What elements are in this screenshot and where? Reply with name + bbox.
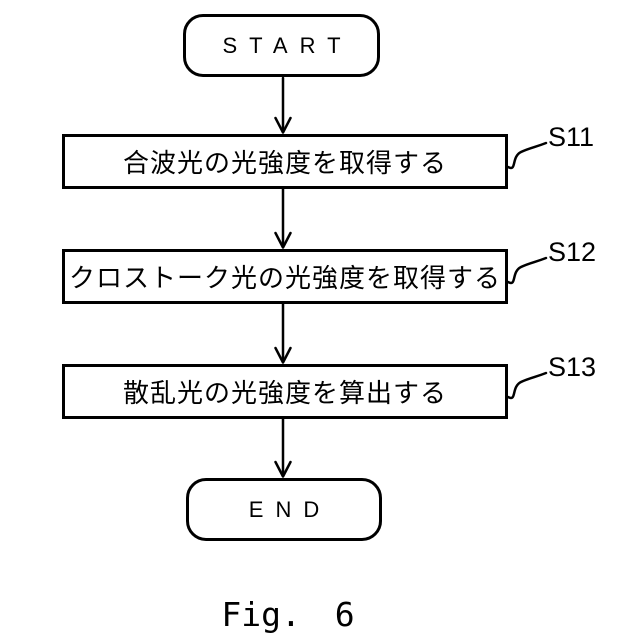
arrow-s12-to-s13 bbox=[274, 302, 292, 364]
process-box-s11: 合波光の光強度を取得する bbox=[62, 134, 508, 189]
start-node: START bbox=[183, 14, 380, 77]
process-box-s13: 散乱光の光強度を算出する bbox=[62, 364, 508, 419]
step-label-s13: S13 bbox=[548, 352, 597, 382]
arrow-s11-to-s12 bbox=[274, 187, 292, 249]
arrow-s13-to-end bbox=[274, 416, 292, 478]
label-connector-s13 bbox=[506, 371, 548, 400]
process-text-s13: 散乱光の光強度を算出する bbox=[122, 378, 447, 408]
process-text-s11: 合波光の光強度を取得する bbox=[122, 148, 447, 178]
process-box-s12: クロストーク光の光強度を取得する bbox=[62, 249, 508, 304]
figure-caption: Fig. 6 bbox=[221, 595, 355, 634]
start-label: START bbox=[222, 32, 353, 58]
end-label: END bbox=[248, 496, 332, 522]
step-label-s12: S12 bbox=[548, 237, 597, 267]
arrow-start-to-s11 bbox=[274, 76, 292, 134]
label-connector-s12 bbox=[506, 256, 548, 285]
label-connector-s11 bbox=[506, 141, 548, 170]
step-label-s11: S11 bbox=[548, 122, 595, 152]
process-text-s12: クロストーク光の光強度を取得する bbox=[68, 263, 501, 293]
end-node: END bbox=[186, 478, 382, 541]
